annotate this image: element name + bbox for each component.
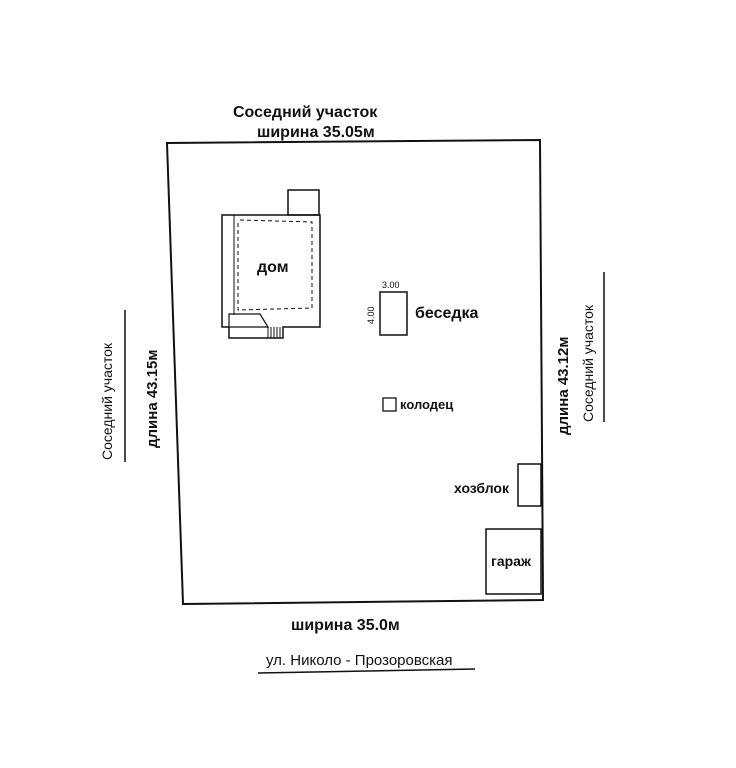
well: колодец bbox=[382, 397, 453, 412]
left-length-label: длина 43.15м bbox=[144, 350, 161, 448]
gazebo-width-label: 3.00 bbox=[382, 280, 400, 290]
right-neighbor-label: Соседний участок bbox=[580, 304, 596, 422]
street-label: ул. Николо - Прозоровская bbox=[266, 652, 453, 669]
house-stairs bbox=[267, 327, 281, 338]
house-chimney-annex bbox=[287, 189, 320, 216]
house-outline bbox=[221, 214, 321, 339]
top-neighbor-label: Соседний участок bbox=[233, 104, 378, 121]
bottom-width-label: ширина 35.0м bbox=[291, 617, 400, 634]
left-neighbor-label: Соседний участок bbox=[99, 342, 115, 460]
utility-block-outline bbox=[517, 463, 542, 507]
street-underline bbox=[257, 668, 476, 674]
house-label: дом bbox=[257, 259, 289, 276]
well-outline bbox=[382, 397, 397, 412]
gazebo: 3.00 4.00 беседка bbox=[366, 280, 479, 336]
gazebo-outline bbox=[379, 291, 408, 336]
gazebo-depth-label: 4.00 bbox=[366, 306, 376, 324]
plot-boundary bbox=[165, 138, 545, 606]
house: дом bbox=[221, 189, 321, 339]
well-label: колодец bbox=[400, 397, 453, 412]
house-dashed-line bbox=[237, 219, 313, 311]
right-length-label: длина 43.12м bbox=[555, 337, 572, 435]
gazebo-label: беседка bbox=[415, 305, 479, 322]
garage-outline bbox=[485, 528, 542, 595]
house-porch bbox=[228, 313, 270, 328]
utility-block-label: хозблок bbox=[454, 480, 510, 496]
garage-label: гараж bbox=[491, 553, 532, 569]
utility-block: хозблок bbox=[454, 463, 542, 507]
top-width-label: ширина 35.05м bbox=[257, 124, 375, 141]
garage: гараж bbox=[485, 528, 542, 595]
